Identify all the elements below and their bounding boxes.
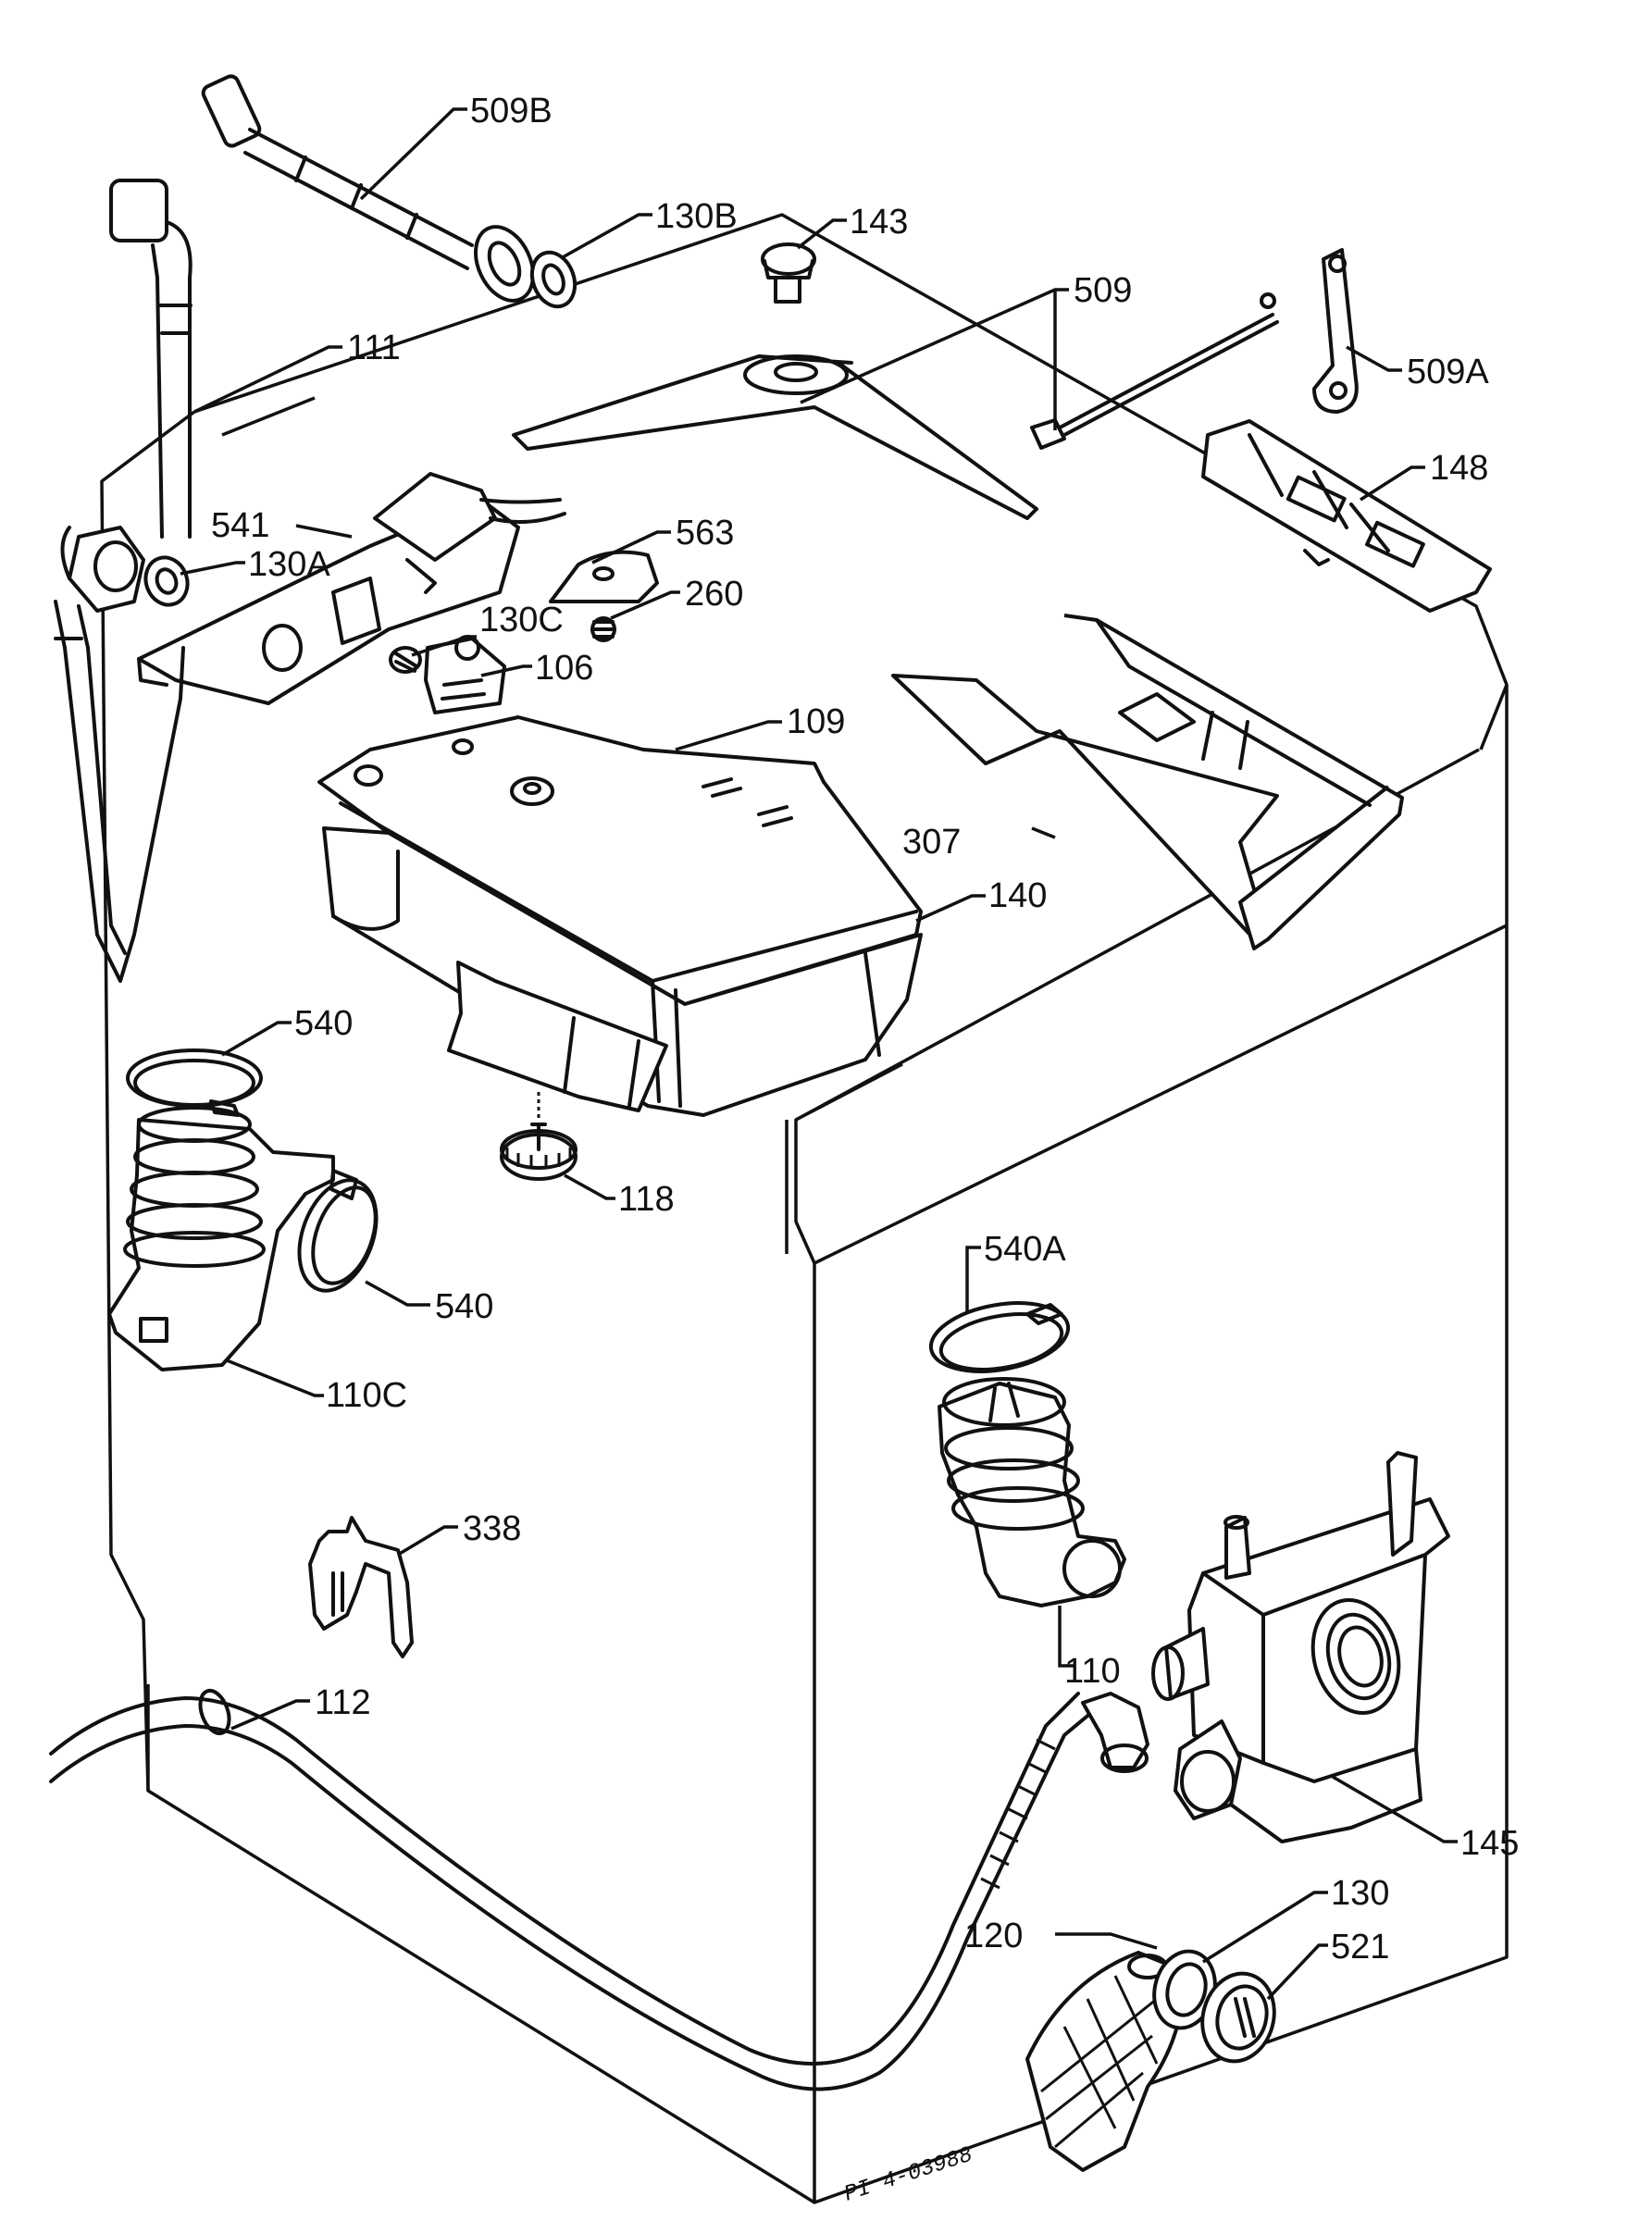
part-110-elbow-hose	[938, 1377, 1126, 1607]
part-140-dispenser-housing	[322, 826, 923, 1117]
label-130a: 130A	[248, 545, 330, 584]
label-130c: 130C	[479, 601, 564, 639]
label-109: 109	[787, 702, 845, 741]
part-111-lower-hose	[54, 526, 185, 983]
part-509a-lever	[1312, 248, 1359, 414]
part-307-dispenser-drawer	[891, 614, 1404, 950]
cabinet-outline	[100, 213, 1509, 2204]
part-541-valve-bracket	[137, 472, 566, 705]
label-111: 111	[347, 329, 401, 367]
part-540a-clamp	[928, 1301, 1071, 1373]
part-521-filter-cap	[1200, 1971, 1276, 2064]
part-540-side-clamp	[297, 1169, 379, 1293]
label-143: 143	[850, 203, 908, 242]
part-labels: 509B 130B 143 509 111 509A 148 541 130A …	[211, 92, 1519, 2208]
label-110c: 110C	[326, 1376, 407, 1415]
part-130a-seal	[143, 555, 190, 607]
label-106: 106	[535, 649, 593, 688]
part-118-gear	[500, 1092, 578, 1181]
part-111-inlet-hose	[109, 179, 193, 539]
part-130c-seal	[389, 646, 422, 674]
label-540a: 540A	[984, 1230, 1066, 1269]
part-338-hose-clip	[308, 1516, 414, 1658]
part-143-valve-cap	[761, 242, 816, 304]
part-563-cover	[549, 550, 659, 603]
part-260-spring	[590, 616, 616, 642]
part-145-drain-pump	[1151, 1451, 1450, 1843]
part-106-valve-block	[424, 635, 506, 714]
label-120: 120	[964, 1917, 1023, 1955]
label-509: 509	[1074, 271, 1132, 310]
part-509b-inlet-pipe	[201, 74, 535, 303]
label-540-top: 540	[294, 1004, 353, 1043]
label-307: 307	[902, 823, 961, 862]
label-540-side: 540	[435, 1287, 493, 1326]
label-541: 541	[211, 506, 269, 545]
label-148: 148	[1430, 449, 1488, 488]
drawing-reference-stamp: PI 4-03988	[841, 2142, 975, 2207]
label-563: 563	[676, 514, 734, 552]
label-110: 110	[1064, 1652, 1121, 1691]
label-112: 112	[315, 1683, 371, 1722]
part-540-top-clamp	[126, 1048, 263, 1117]
leader-lines	[180, 107, 1458, 2001]
label-338: 338	[463, 1509, 521, 1548]
label-140: 140	[988, 876, 1047, 915]
label-260: 260	[685, 575, 743, 614]
label-130: 130	[1331, 1874, 1389, 1913]
part-148-drawer-handle	[1201, 419, 1492, 613]
part-110c-bellows	[107, 1106, 335, 1371]
part-509-spray-arm	[512, 354, 1038, 520]
label-145: 145	[1460, 1824, 1519, 1863]
part-130b-seal	[529, 250, 578, 309]
label-118: 118	[618, 1180, 675, 1219]
part-112-drain-hose	[49, 1688, 1149, 2091]
label-509b: 509B	[470, 92, 553, 130]
part-130-seal	[1152, 1949, 1217, 2030]
label-509a: 509A	[1407, 353, 1489, 391]
label-130b: 130B	[655, 197, 738, 236]
label-521: 521	[1331, 1928, 1389, 1967]
